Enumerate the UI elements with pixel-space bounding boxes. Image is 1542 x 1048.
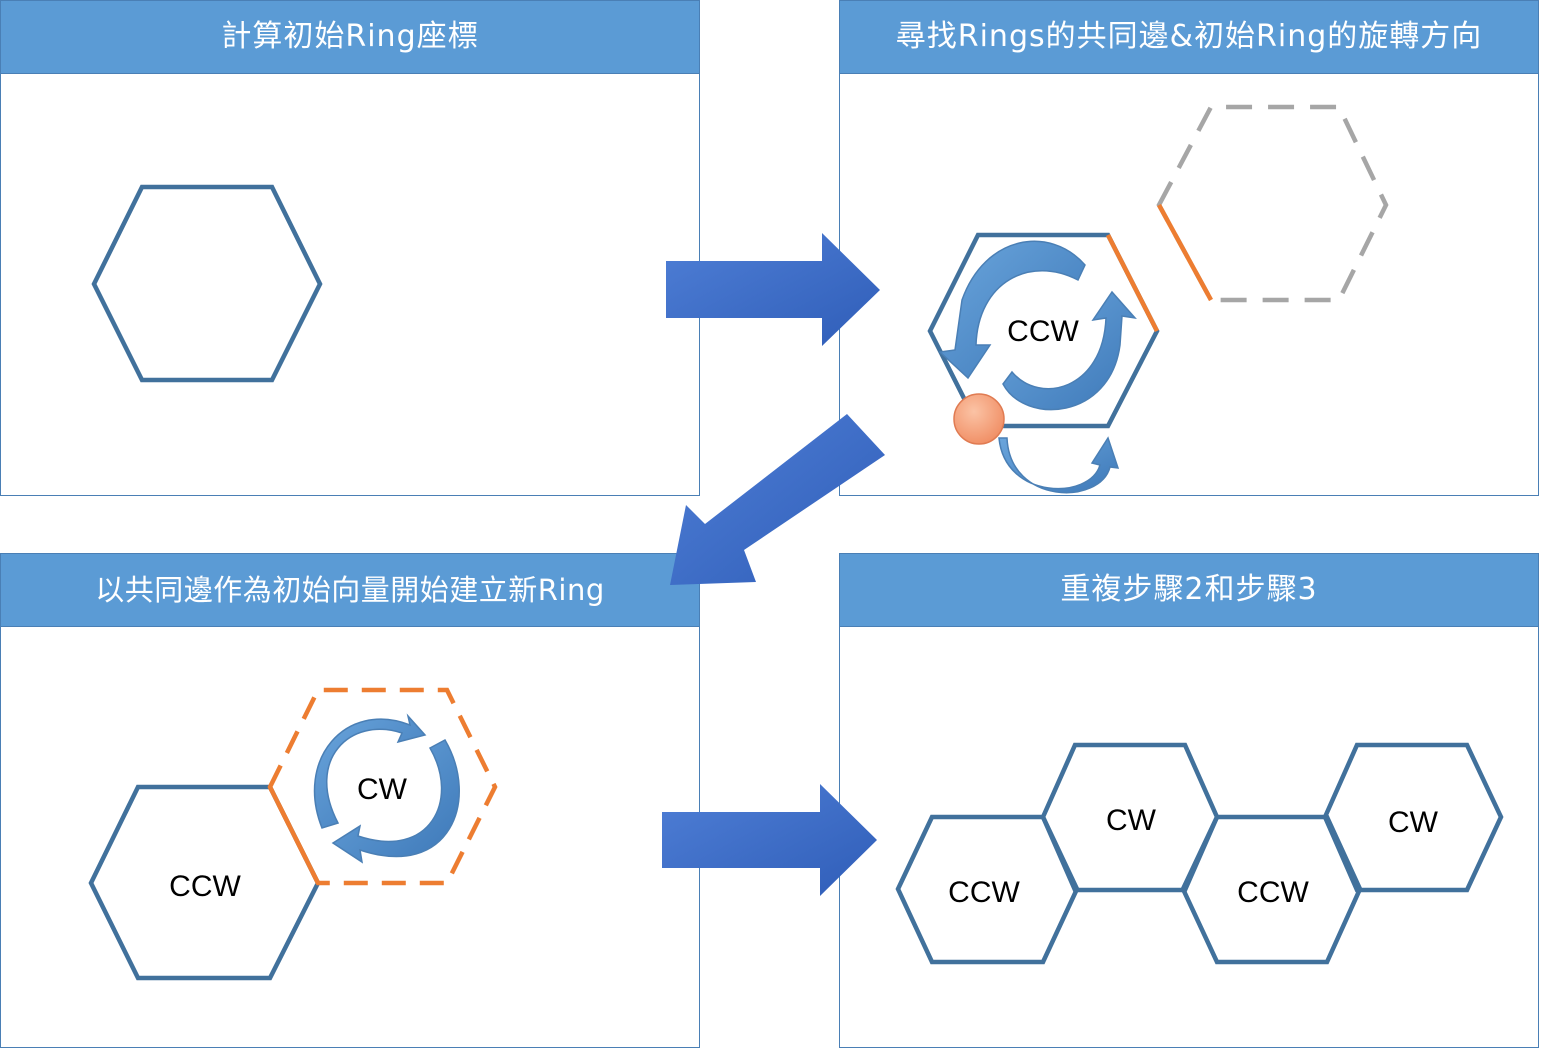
panel-step-3: 以共同邊作為初始向量開始建立新Ring — [0, 553, 700, 1048]
panel-step-2: 尋找Rings的共同邊&初始Ring的旋轉方向 — [839, 0, 1539, 496]
panel-step-3-title: 以共同邊作為初始向量開始建立新Ring — [1, 554, 699, 627]
panel-step-2-title: 尋找Rings的共同邊&初始Ring的旋轉方向 — [840, 1, 1538, 74]
panel-step-1: 計算初始Ring座標 — [0, 0, 700, 496]
panel-step-4-title: 重複步驟2和步驟3 — [840, 554, 1538, 627]
panel-step-1-title: 計算初始Ring座標 — [1, 1, 699, 74]
panel-step-4: 重複步驟2和步驟3 — [839, 553, 1539, 1048]
